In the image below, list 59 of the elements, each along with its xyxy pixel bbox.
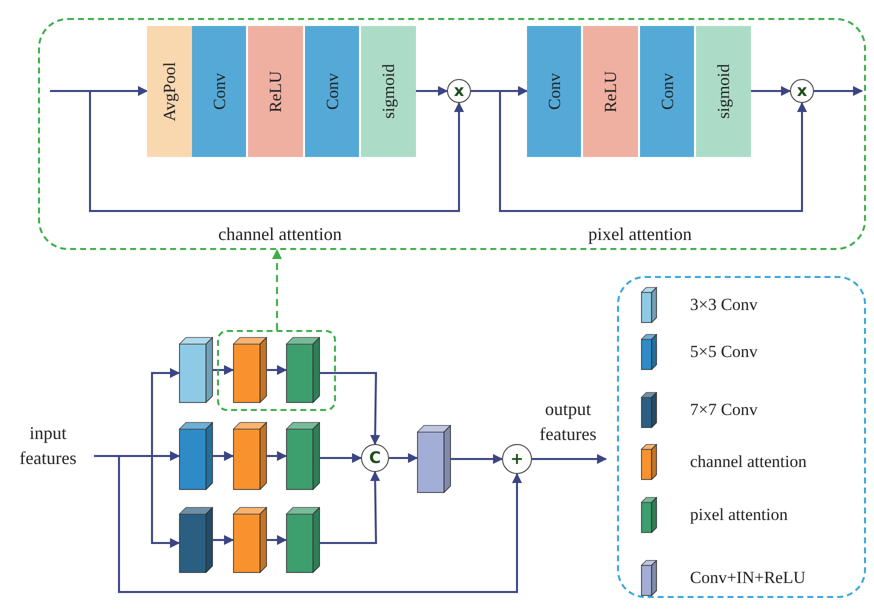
block-label: sigmoid: [380, 64, 397, 119]
layer-block: [248, 26, 303, 157]
arrow: [213, 535, 234, 545]
legend-label: pixel attention: [690, 504, 788, 526]
feature-block: [286, 422, 320, 490]
layer-block: [147, 26, 192, 157]
feature-block: [286, 337, 320, 403]
block-label: sigmoid: [715, 64, 732, 119]
caption-text: channel attention: [218, 222, 342, 246]
block-label: ReLU: [602, 70, 619, 112]
arrow: [320, 372, 380, 445]
dashed-arrow: [272, 249, 282, 330]
legend-label: channel attention: [690, 451, 807, 473]
feature-block: [417, 425, 451, 493]
arrow: [320, 471, 380, 544]
legend-label: Conv+IN+ReLU: [690, 567, 806, 589]
block-label: AvgPool: [161, 62, 178, 122]
input-label: input features: [2, 418, 94, 474]
layer-block: [361, 26, 416, 157]
feature-block: [286, 507, 320, 573]
feature-block: [179, 337, 213, 403]
highlight-frame: [217, 330, 336, 411]
arrow: [320, 453, 362, 463]
arrow: [267, 535, 287, 545]
arrow: [389, 453, 418, 463]
layer-block: [305, 26, 359, 157]
legend-label: 3×3 Conv: [690, 294, 758, 316]
feature-block: [233, 422, 267, 490]
layer-block: [192, 26, 246, 157]
block-label: Conv: [324, 73, 340, 110]
layer-block: [583, 26, 638, 157]
feature-block: [179, 422, 213, 490]
feature-block: [179, 507, 213, 573]
arrow: [94, 455, 522, 593]
arrow: [451, 454, 503, 464]
arrow: [416, 86, 448, 96]
feature-block: [233, 507, 267, 573]
block-label: Conv: [210, 73, 228, 110]
block-label: Conv: [658, 73, 676, 110]
layer-block: [527, 26, 581, 157]
block-label: ReLU: [267, 70, 284, 112]
legend-label: 5×5 Conv: [690, 341, 758, 363]
layer-block: [696, 26, 751, 157]
module-frame: [38, 18, 866, 250]
caption-text: output features: [538, 398, 598, 446]
arrow: [532, 454, 607, 464]
legend-label: 7×7 Conv: [690, 399, 758, 421]
arrow: [50, 86, 148, 96]
feature-block: [233, 337, 267, 403]
layer-block: [640, 26, 694, 157]
arrow: [267, 365, 287, 375]
caption-text: pixel attention: [588, 222, 692, 246]
arrow: [89, 91, 464, 212]
block-label: Conv: [546, 73, 562, 110]
arrow: [751, 86, 791, 96]
arrow: [213, 365, 234, 375]
arrow: [267, 451, 287, 461]
arrow: [814, 86, 863, 96]
arrow: [213, 451, 234, 461]
